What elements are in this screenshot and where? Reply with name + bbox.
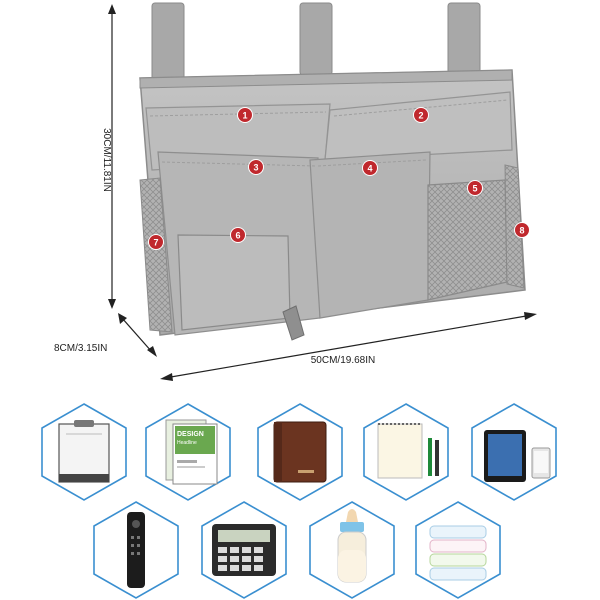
arrowhead-icon <box>160 373 173 381</box>
bedside-organizer-bag <box>139 2 526 341</box>
mesh-pocket-right-front <box>427 179 508 301</box>
calculator-icon <box>212 524 276 576</box>
pocket-badge-6: 6 <box>230 227 246 243</box>
item-hexagon-tablet <box>471 403 557 501</box>
magazine-subtitle: Headline <box>177 440 197 446</box>
baby-bottle-icon <box>337 509 367 583</box>
bag-top-binding <box>139 69 513 89</box>
tv-remote-icon <box>127 512 145 588</box>
pocket-badge-5: 5 <box>467 180 483 196</box>
width-arrow <box>164 314 533 379</box>
item-hexagon-remote <box>93 501 179 599</box>
height-label: 30CM/11.81IN <box>101 128 112 192</box>
item-hexagon-notepad <box>363 403 449 501</box>
badge-number: 7 <box>153 238 158 248</box>
notepad-pens-icon <box>377 423 439 479</box>
pocket-badge-1: 1 <box>237 107 253 123</box>
notebook-icon <box>273 421 327 483</box>
arrowhead-icon <box>118 313 127 324</box>
design-magazine-icon: DESIGN Headline <box>165 419 218 485</box>
strap-left <box>151 2 185 84</box>
strap-middle <box>299 2 333 76</box>
badge-number: 6 <box>235 231 240 241</box>
tablet-phone-icon <box>484 430 551 482</box>
pocket-badge-8: 8 <box>514 222 530 238</box>
magazine-title: DESIGN <box>177 431 204 438</box>
badge-number: 3 <box>253 163 258 173</box>
mesh-pocket-right-side <box>504 164 525 289</box>
clipboard-icon <box>58 420 110 483</box>
pocket-badge-3: 3 <box>248 159 264 175</box>
badge-number: 5 <box>472 184 477 194</box>
front-small-pocket <box>177 234 291 331</box>
width-label: 50CM/19.68IN <box>311 355 375 366</box>
pocket-badge-2: 2 <box>413 107 429 123</box>
mesh-pocket-left-side <box>139 177 173 333</box>
badge-number: 8 <box>519 226 524 236</box>
strap-right <box>447 2 481 76</box>
item-hexagon-clipboard <box>41 403 127 501</box>
middle-pocket-right <box>309 151 431 319</box>
item-hexagon-magazine: DESIGN Headline <box>145 403 231 501</box>
badge-number: 4 <box>367 164 372 174</box>
pocket-number-badges: 1 2 3 4 5 6 7 8 <box>148 107 530 250</box>
arrowhead-icon <box>108 4 116 14</box>
zip-pull-tab <box>282 305 305 341</box>
badge-number: 1 <box>242 111 247 121</box>
pocket-badge-7: 7 <box>148 234 164 250</box>
dimension-annotations <box>108 4 537 381</box>
depth-label: 8CM/3.15IN <box>54 343 107 354</box>
upper-pocket-right <box>324 91 513 161</box>
diapers-icon <box>429 525 487 581</box>
arrowhead-icon <box>147 346 157 357</box>
item-hexagon-bottle <box>309 501 395 599</box>
arrowhead-icon <box>108 299 116 309</box>
arrowhead-icon <box>524 312 537 320</box>
item-hexagon-notebook <box>257 403 343 501</box>
badge-number: 2 <box>418 111 423 121</box>
item-hexagon-calculator <box>201 501 287 599</box>
depth-arrow <box>121 317 153 353</box>
pocket-badge-4: 4 <box>362 160 378 176</box>
item-hexagon-diapers <box>415 501 501 599</box>
